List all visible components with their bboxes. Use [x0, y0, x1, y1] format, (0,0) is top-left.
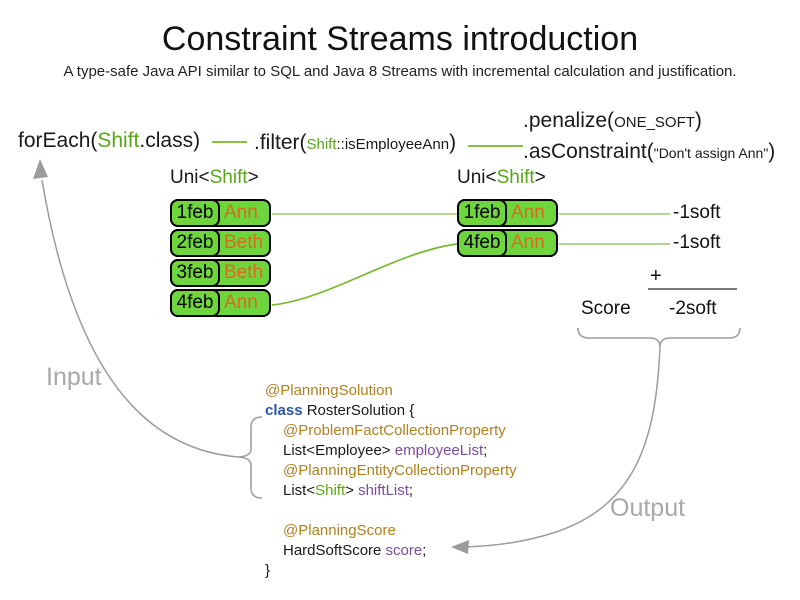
input-arrowhead-icon [33, 159, 48, 179]
penalize-group: .penalize(ONE_SOFT) .asConstraint("Don't… [523, 106, 775, 168]
score-label: Score [581, 298, 631, 319]
output-label: Output [610, 494, 686, 522]
table-row: 3feb Beth [170, 259, 271, 287]
semicolon-token: ; [408, 482, 414, 499]
score-value: -2soft [669, 298, 717, 319]
field-token: shiftList [358, 482, 409, 499]
uni-shift-label-left: Uni<Shift> [170, 167, 259, 189]
filter-call: .filter(Shift::isEmployeeAnn) [254, 131, 456, 155]
field-token: score [385, 542, 423, 559]
annotation-token: @ProblemFactCollectionProperty [283, 422, 506, 439]
connector-row-4feb [271, 243, 458, 306]
foreach-prefix: forEach( [18, 129, 98, 152]
date-cell: 4feb [457, 229, 507, 257]
penalize-arg: ONE_SOFT [614, 114, 695, 131]
keyword-token: class [265, 402, 303, 419]
asconstraint-prefix: .asConstraint( [523, 140, 654, 163]
plus-sign: + [650, 265, 662, 287]
date-cell: 2feb [170, 229, 220, 257]
filter-prefix: .filter( [254, 131, 307, 154]
foreach-call: forEach(Shift.class) [18, 129, 200, 153]
uni-prefix: Uni< [170, 167, 210, 188]
type-token: > [345, 482, 359, 499]
code-line: @ProblemFactCollectionProperty [265, 421, 517, 441]
uni-prefix: Uni< [457, 167, 497, 188]
penalize-prefix: .penalize( [523, 109, 615, 132]
type-token: List< [283, 482, 316, 499]
employee-cell: Ann [224, 292, 258, 313]
penalize-call: .penalize(ONE_SOFT) [523, 106, 775, 137]
penalize-suffix: ) [694, 109, 702, 132]
date-cell: 1feb [457, 199, 507, 227]
code-line: @PlanningScore [265, 521, 517, 541]
uni-class-token: Shift [496, 167, 535, 188]
annotation-token: @PlanningScore [283, 522, 396, 539]
annotation-token: @PlanningEntityCollectionProperty [283, 462, 517, 479]
code-line-blank [265, 501, 517, 521]
semicolon-token: ; [422, 542, 427, 559]
page-subtitle: A type-safe Java API similar to SQL and … [63, 63, 737, 80]
code-line: List<Employee> employeeList; [265, 441, 517, 461]
code-line: class RosterSolution { [265, 401, 517, 421]
table-row: 1feb Ann [170, 199, 271, 227]
uni-class-token: Shift [209, 167, 248, 188]
semicolon-token: ; [483, 442, 488, 459]
penalty-label: -1soft [673, 232, 721, 253]
filter-class-token: Shift [306, 136, 337, 153]
code-line: @PlanningEntityCollectionProperty [265, 461, 517, 481]
page-title: Constraint Streams introduction [161, 20, 639, 58]
asconstraint-call: .asConstraint("Don't assign Ann") [523, 137, 775, 168]
asconstraint-suffix: ) [768, 140, 776, 163]
code-line: HardSoftScore score; [265, 541, 517, 561]
filter-suffix: ) [449, 131, 457, 154]
uni-suffix: > [247, 167, 259, 188]
foreach-suffix: .class) [139, 129, 201, 152]
class-token: Shift [315, 482, 346, 499]
type-token: HardSoftScore [283, 542, 386, 559]
uni-shift-label-right: Uni<Shift> [457, 167, 546, 189]
code-line: @PlanningSolution [265, 381, 517, 401]
asconstraint-arg: "Don't assign Ann" [653, 145, 769, 161]
code-brace [238, 416, 263, 499]
brace-token: } [265, 562, 271, 579]
table-row: 2feb Beth [170, 229, 271, 257]
code-line: } [265, 561, 517, 581]
code-line: List<Shift> shiftList; [265, 481, 517, 501]
type-token: List<Employee> [283, 442, 395, 459]
field-token: employeeList [394, 442, 484, 459]
score-bracket [577, 327, 741, 348]
date-cell: 4feb [170, 289, 220, 317]
table-row: 1feb Ann [457, 199, 558, 227]
filter-method-ref: ::isEmployeeAnn [336, 136, 450, 153]
penalty-label: -1soft [673, 202, 721, 223]
input-label: Input [46, 363, 102, 391]
uni-suffix: > [534, 167, 546, 188]
employee-cell: Beth [224, 232, 264, 253]
foreach-class-token: Shift [97, 129, 140, 152]
employee-cell: Ann [511, 202, 545, 223]
class-decl-token: RosterSolution { [302, 402, 415, 419]
code-block: @PlanningSolution class RosterSolution {… [265, 381, 517, 581]
employee-cell: Ann [224, 202, 258, 223]
table-row: 4feb Ann [457, 229, 558, 257]
employee-cell: Beth [224, 262, 264, 283]
date-cell: 1feb [170, 199, 220, 227]
annotation-token: @PlanningSolution [265, 382, 393, 399]
employee-cell: Ann [511, 232, 545, 253]
date-cell: 3feb [170, 259, 220, 287]
table-row: 4feb Ann [170, 289, 271, 317]
